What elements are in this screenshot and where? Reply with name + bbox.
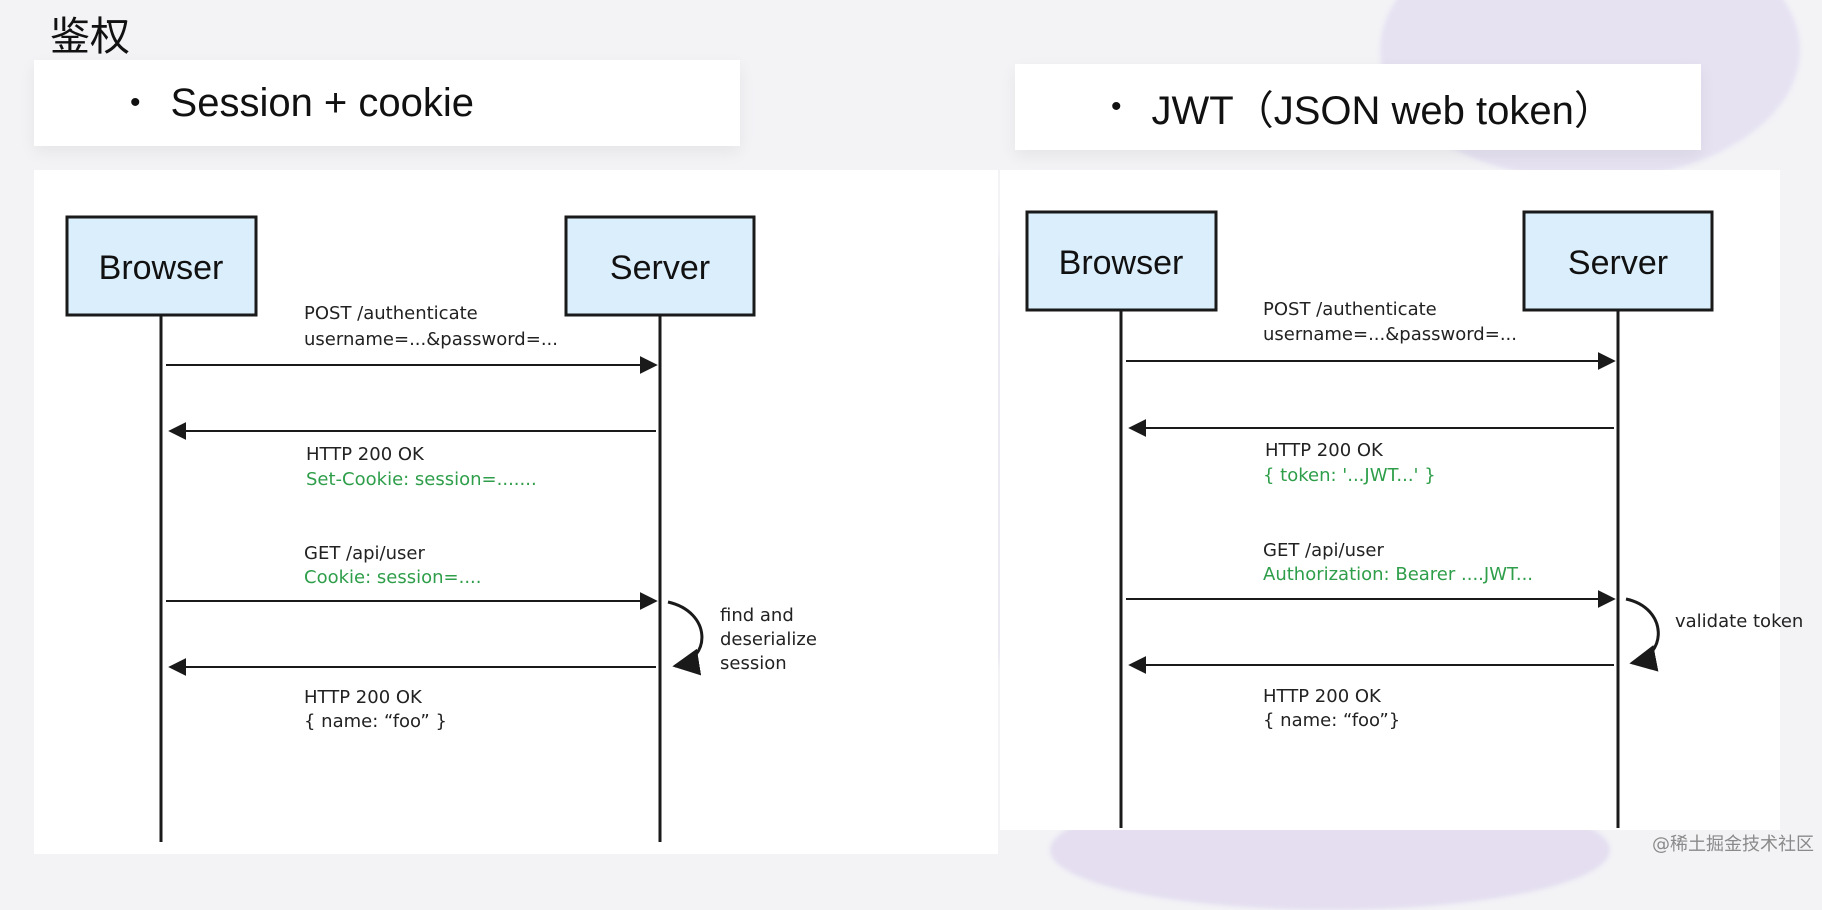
- session-note-line2: deserialize: [720, 629, 817, 650]
- source-watermark: @稀土掘金技术社区: [1652, 834, 1814, 855]
- session-server-box: [564, 215, 756, 317]
- bullet-jwt-text: JWT（JSON web token）: [1151, 89, 1614, 133]
- jwt-server-box: [1522, 210, 1714, 312]
- session-msg-1-line2: username=...&password=...: [304, 329, 558, 350]
- jwt-msg-4-line1: HTTP 200 OK: [1263, 686, 1382, 707]
- jwt-sequence: Browser Server POST /authenticate userna…: [1025, 210, 1803, 828]
- bullet-dot: •: [1111, 90, 1122, 123]
- bullet-session: • Session + cookie: [34, 60, 740, 146]
- bullet-jwt: • JWT（JSON web token）: [1015, 64, 1701, 150]
- session-sequence: Browser Server POST /authenticate userna…: [65, 215, 817, 842]
- jwt-browser-label: Browser: [1059, 244, 1184, 282]
- session-msg-4-line2: { name: “foo” }: [304, 711, 447, 732]
- jwt-msg-3-line2: Authorization: Bearer ....JWT...: [1263, 564, 1533, 585]
- session-msg-1-line1: POST /authenticate: [304, 303, 478, 324]
- jwt-msg-1-line1: POST /authenticate: [1263, 299, 1437, 320]
- session-browser-box: [65, 215, 258, 317]
- jwt-msg-2-line1: HTTP 200 OK: [1265, 440, 1384, 461]
- jwt-msg-1-line2: username=...&password=...: [1263, 324, 1517, 345]
- session-msg-3-line2: Cookie: session=....: [304, 567, 481, 588]
- page-title: 鉴权: [50, 14, 130, 60]
- session-msg-4-line1: HTTP 200 OK: [304, 687, 423, 708]
- session-note-line1: find and: [720, 605, 794, 626]
- bullet-session-text: Session + cookie: [170, 80, 475, 125]
- jwt-self-call-arrow: [1625, 597, 1660, 672]
- session-msg-3-line1: GET /api/user: [304, 543, 425, 564]
- jwt-note-line1: validate token: [1675, 611, 1803, 632]
- session-self-call-arrow: [667, 600, 704, 676]
- session-note-line3: session: [720, 653, 787, 674]
- session-browser-label: Browser: [99, 249, 224, 287]
- jwt-msg-2-line2: { token: '...JWT...' }: [1263, 465, 1436, 486]
- session-server-label: Server: [610, 249, 710, 287]
- session-msg-2-line2: Set-Cookie: session=.......: [306, 469, 537, 490]
- bullet-dot: •: [130, 86, 141, 119]
- jwt-msg-4-line2: { name: “foo”}: [1263, 710, 1400, 731]
- sequence-diagrams: Browser Server POST /authenticate userna…: [65, 210, 1803, 842]
- jwt-browser-box: [1025, 210, 1218, 312]
- session-msg-2-line1: HTTP 200 OK: [306, 444, 425, 465]
- jwt-msg-3-line1: GET /api/user: [1263, 540, 1384, 561]
- jwt-server-label: Server: [1568, 244, 1668, 282]
